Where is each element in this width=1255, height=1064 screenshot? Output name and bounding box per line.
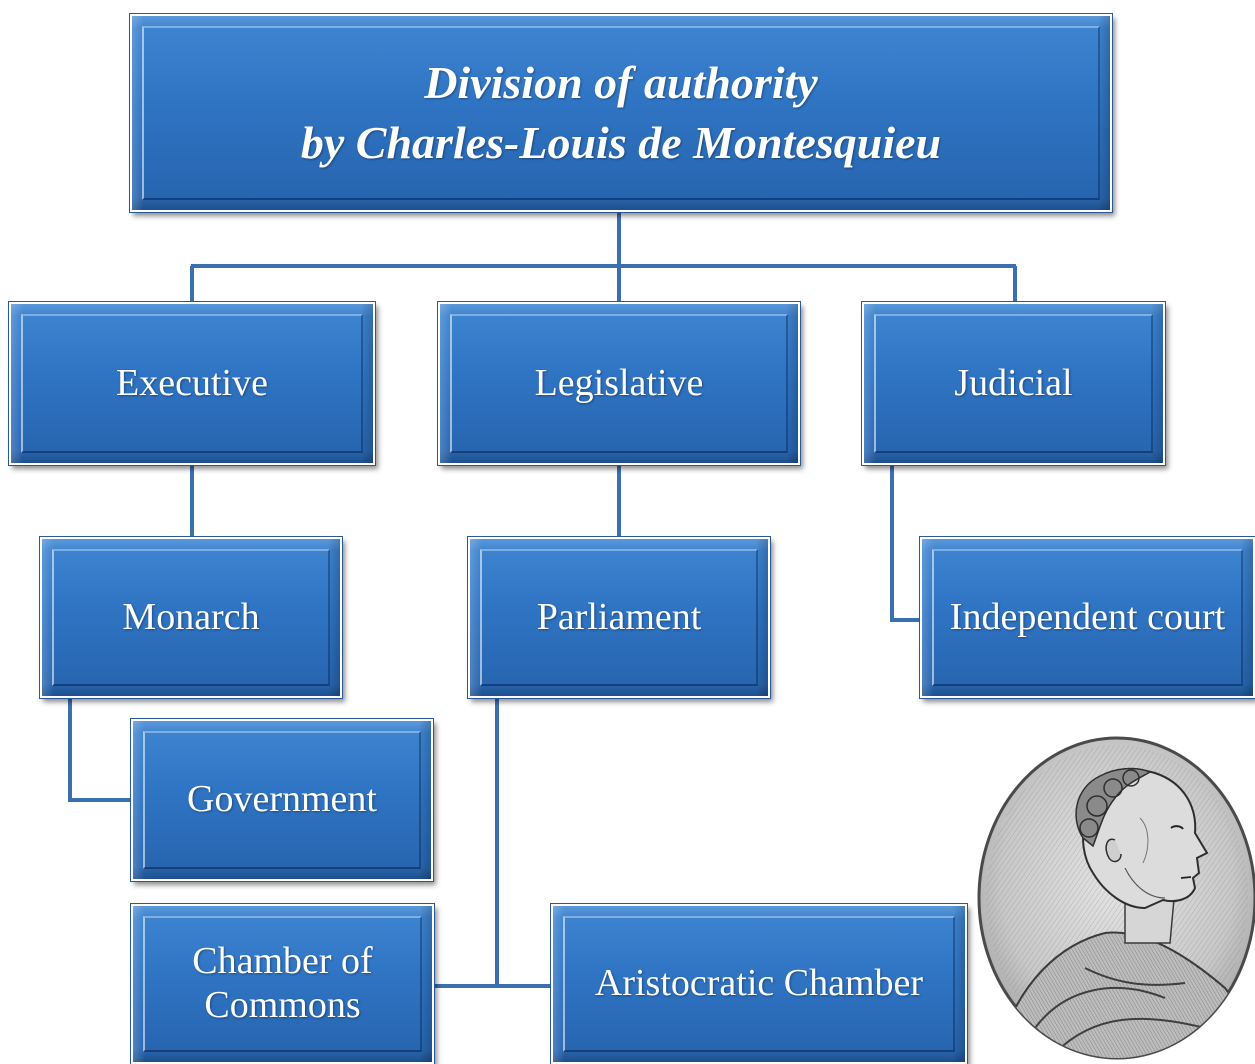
diagram-title: Division of authority by Charles-Louis d… xyxy=(301,53,941,173)
connector-judicial-court xyxy=(890,465,922,622)
monarch-box: Monarch xyxy=(40,537,342,698)
aristocratic-chamber-label: Aristocratic Chamber xyxy=(594,962,924,1005)
independent-court-box: Independent court xyxy=(920,537,1255,698)
parliament-label: Parliament xyxy=(536,595,702,638)
legislative-box: Legislative xyxy=(438,302,800,465)
chamber-of-commons-label: Chamber of Commons xyxy=(192,940,372,1027)
montesquieu-portrait xyxy=(977,736,1255,1060)
chamber-of-commons-line-2: Commons xyxy=(204,984,361,1026)
judicial-label: Judicial xyxy=(954,361,1073,404)
government-label: Government xyxy=(187,778,377,821)
title-line-1: Division of authority xyxy=(424,57,818,109)
chamber-of-commons-box: Chamber of Commons xyxy=(131,904,434,1064)
connector-monarch-government xyxy=(68,698,132,802)
independent-court-label: Independent court xyxy=(949,595,1226,638)
aristocratic-chamber-box: Aristocratic Chamber xyxy=(551,904,967,1064)
title-box: Division of authority by Charles-Louis d… xyxy=(130,14,1112,212)
government-box: Government xyxy=(131,719,433,881)
connector-parliament-chambers xyxy=(495,698,552,988)
executive-box: Executive xyxy=(9,302,375,465)
monarch-label: Monarch xyxy=(122,595,260,638)
chamber-of-commons-line-1: Chamber of xyxy=(192,940,373,983)
parliament-box: Parliament xyxy=(468,537,770,698)
judicial-box: Judicial xyxy=(862,302,1165,465)
legislative-label: Legislative xyxy=(534,361,704,404)
executive-label: Executive xyxy=(116,361,268,404)
title-line-2: by Charles-Louis de Montesquieu xyxy=(300,117,942,168)
